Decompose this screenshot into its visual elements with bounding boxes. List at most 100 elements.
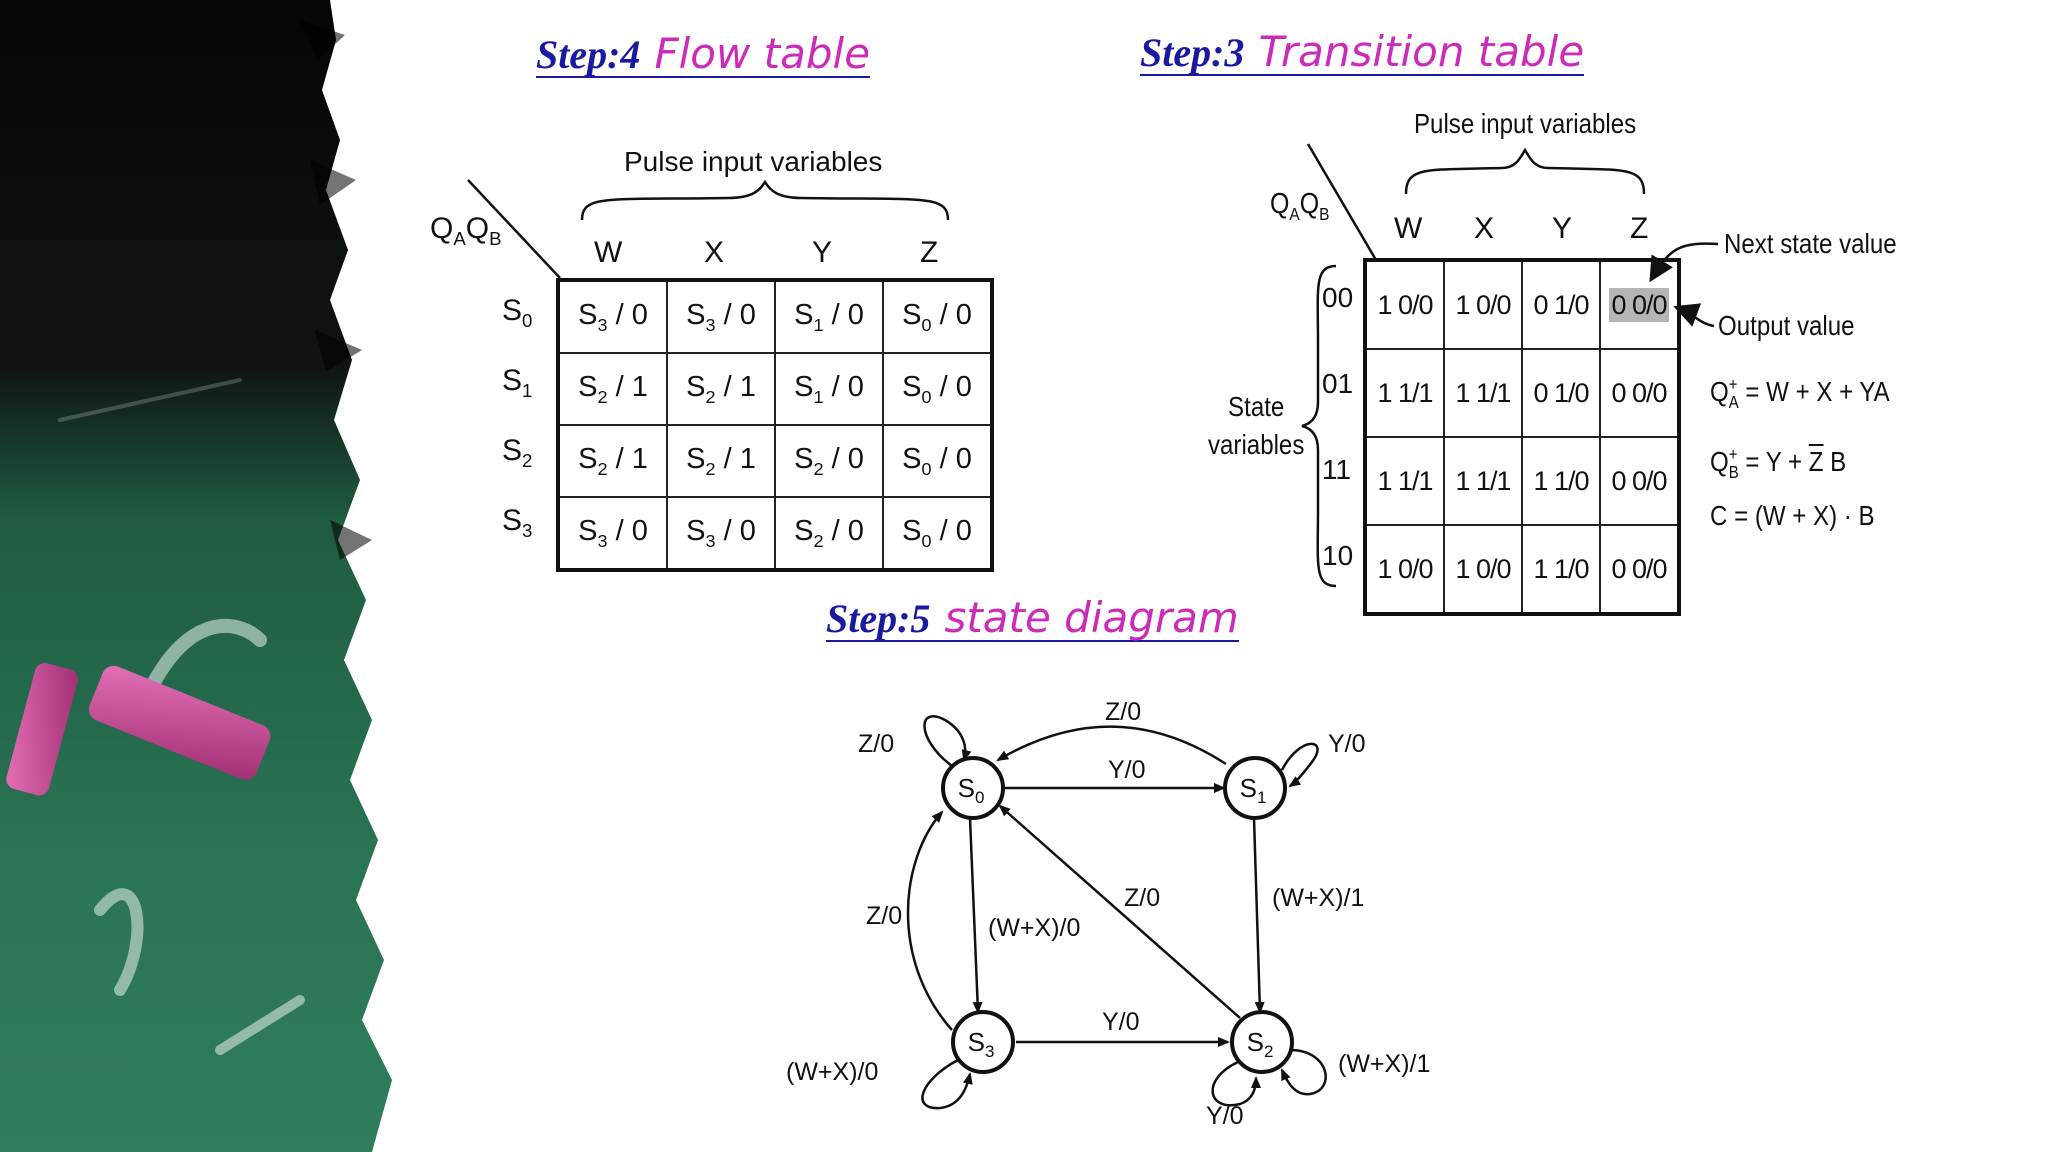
- flow-table-heading: Step:4 Flow table: [536, 29, 871, 79]
- table-row: S2 / 1 S2 / 1 S1 / 0 S0 / 0: [557, 352, 993, 426]
- table-cell: S3 / 0: [557, 279, 668, 354]
- table-cell: S3 / 0: [666, 496, 776, 571]
- state-node-s0: [941, 756, 1005, 820]
- state-label-s1: S1: [1240, 773, 1267, 807]
- step-label: Step:3: [1140, 30, 1245, 75]
- edge-label: Z/0: [1105, 698, 1141, 726]
- table-cell: S0 / 0: [882, 496, 993, 571]
- edge-label: Z/0: [866, 902, 902, 930]
- table-row: S2 / 1 S2 / 1 S2 / 0 S0 / 0: [557, 424, 993, 498]
- state-code: 00: [1322, 282, 1354, 313]
- table-cell: S0 / 0: [882, 279, 993, 354]
- table-cell: S3 / 0: [666, 279, 776, 354]
- edge-s1-to-s2: [1252, 817, 1265, 1014]
- flow-table: S3 / 0 S3 / 0 S1 / 0 S0 / 0 S2 / 1 S2 / …: [556, 278, 994, 572]
- callout-arrows: [1649, 242, 1719, 328]
- heading-title: state diagram: [944, 593, 1239, 642]
- output-value-label: Output value: [1718, 310, 1855, 341]
- table-cell: 1 1/1: [1443, 348, 1523, 438]
- table-cell: 1 0/0: [1443, 259, 1523, 350]
- cell-value: 0 0/0: [1609, 287, 1669, 322]
- state-label-s2: S2: [1247, 1027, 1274, 1061]
- edge-label: (W+X)/0: [988, 914, 1080, 942]
- table-cell: 0 0/0: [1599, 524, 1680, 615]
- edge-s2-to-s0: [998, 804, 1241, 1019]
- heading-title: Flow table: [654, 29, 871, 78]
- edge-label: Y/0: [1328, 730, 1366, 758]
- transition-table: 1 0/0 1 0/0 0 1/0 0 0/0 1 1/1 1 1/1 0 1/…: [1363, 258, 1681, 616]
- state-label-s0: S0: [958, 773, 985, 807]
- edge-s2-self-right: [1280, 1048, 1327, 1096]
- table-row: S3 / 0 S3 / 0 S1 / 0 S0 / 0: [557, 279, 993, 354]
- row-label: S1: [502, 364, 533, 401]
- table-row: 1 1/1 1 1/1 1 1/0 0 0/0: [1364, 436, 1680, 526]
- state-code: 10: [1322, 540, 1354, 571]
- table-cell: 1 1/1: [1443, 436, 1523, 526]
- step-label: Step:5: [826, 596, 931, 641]
- brace-icon: [1301, 264, 1337, 588]
- brace-icon: [580, 180, 950, 221]
- table-row: 1 0/0 1 0/0 1 1/0 0 0/0: [1364, 524, 1680, 615]
- table-cell: 1 1/1: [1364, 436, 1445, 526]
- edge-s0-self: [923, 715, 972, 767]
- edge-label: Y/0: [1102, 1008, 1140, 1036]
- edge-label: (W+X)/0: [786, 1058, 878, 1086]
- table-cell: 1 1/0: [1521, 524, 1601, 615]
- edge-label: Z/0: [858, 730, 894, 758]
- table-cell: S2 / 0: [774, 496, 884, 571]
- equation-qb: Q+B = Y + Z B: [1710, 444, 1847, 482]
- edge-label: (W+X)/1: [1338, 1050, 1430, 1078]
- chalkboard-decoration: [0, 0, 392, 1152]
- state-code: 11: [1322, 454, 1352, 485]
- table-cell: 1 0/0: [1364, 259, 1445, 350]
- pulse-input-label: Pulse input variables: [1414, 108, 1637, 139]
- equation-c: C = (W + X) · B: [1710, 500, 1875, 531]
- table-row: S3 / 0 S3 / 0 S2 / 0 S0 / 0: [557, 496, 993, 571]
- col-header: W: [1394, 212, 1423, 245]
- edge-s3-to-s0: [906, 810, 953, 1031]
- col-header: Z: [920, 236, 939, 269]
- table-cell: S2 / 1: [557, 352, 668, 426]
- col-header: Y: [812, 236, 833, 269]
- table-cell: 0 0/0: [1599, 436, 1680, 526]
- col-header: X: [1474, 212, 1495, 245]
- edge-s0-to-s3: [968, 817, 983, 1014]
- table-cell: 0 1/0: [1521, 259, 1601, 350]
- edge-s3-self: [921, 1058, 973, 1110]
- edge-label: Y/0: [1108, 756, 1146, 784]
- edge-s1-self: [1280, 742, 1319, 788]
- table-cell: S1 / 0: [774, 352, 884, 426]
- row-label: S0: [502, 294, 533, 331]
- edge-label: Z/0: [1124, 884, 1160, 912]
- pulse-input-label: Pulse input variables: [624, 146, 883, 177]
- table-row: 1 1/1 1 1/1 0 1/0 0 0/0: [1364, 348, 1680, 438]
- heading-title: Transition table: [1258, 27, 1585, 76]
- state-label-s3: S3: [968, 1027, 995, 1061]
- state-node-s3: [951, 1010, 1015, 1074]
- table-cell: S2 / 1: [557, 424, 668, 498]
- state-diagram-heading: Step:5 state diagram: [826, 593, 1239, 643]
- step-label: Step:4: [536, 32, 641, 77]
- edge-label: Y/0: [1206, 1102, 1244, 1130]
- table-cell: S0 / 0: [882, 424, 993, 498]
- table-cell: S2 / 1: [666, 424, 776, 498]
- state-node-s2: [1230, 1010, 1294, 1074]
- table-cell: 0 0/0: [1599, 348, 1680, 438]
- col-header: W: [594, 236, 623, 269]
- table-cell: S2 / 1: [666, 352, 776, 426]
- state-code: 01: [1322, 368, 1354, 399]
- table-cell: S3 / 0: [557, 496, 668, 571]
- table-cell: S0 / 0: [882, 352, 993, 426]
- col-header: X: [704, 236, 725, 269]
- table-cell: 1 0/0: [1364, 524, 1445, 615]
- corner-label: QAQB: [1270, 188, 1330, 224]
- table-cell: 0 1/0: [1521, 348, 1601, 438]
- table-cell: 1 1/0: [1521, 436, 1601, 526]
- row-label: S3: [502, 504, 533, 541]
- corner-diagonal: [467, 179, 561, 279]
- row-label: S2: [502, 434, 533, 471]
- col-header: Y: [1552, 212, 1573, 245]
- table-cell: S1 / 0: [774, 279, 884, 354]
- col-header: Z: [1630, 212, 1649, 245]
